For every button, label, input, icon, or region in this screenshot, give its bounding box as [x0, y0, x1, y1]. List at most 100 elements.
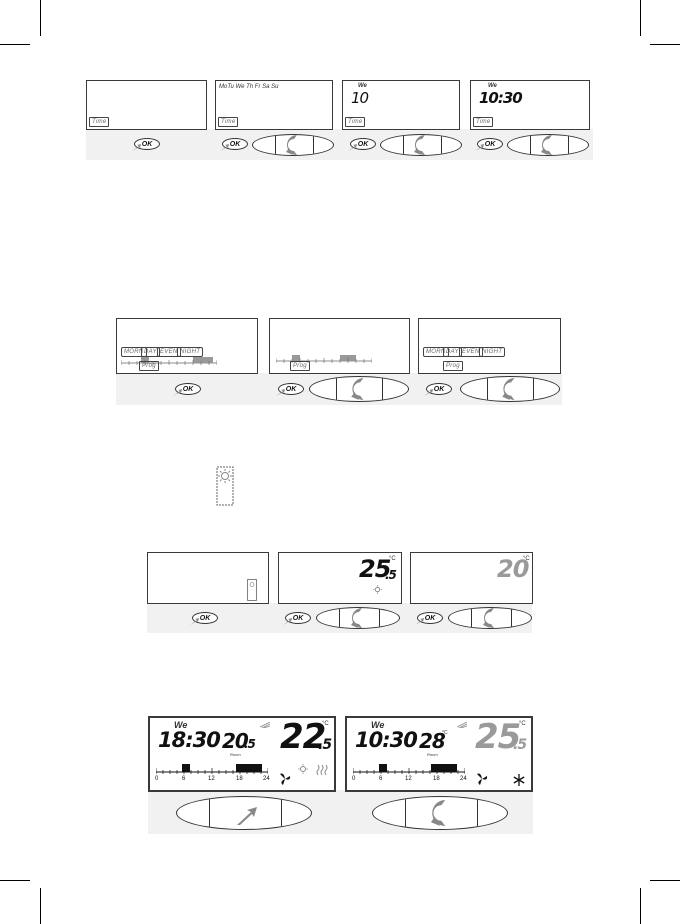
arrow-icon [275, 389, 285, 397]
clock-digits: 10:30 [355, 730, 417, 751]
row3-screen1 [147, 552, 269, 604]
weekdays: MoTu We Th Fr Sa Su [219, 84, 278, 90]
wind-icon [260, 722, 270, 728]
row2-screen1: MORN DAY EVEN NIGHT Prog [116, 318, 258, 374]
row1-screen2: MoTu We Th Fr Sa Su Time [215, 80, 333, 130]
rotate-arrow-icon [348, 376, 370, 402]
time-label: Time [473, 117, 493, 127]
ok-button[interactable]: OK [222, 138, 248, 150]
crop-mark-bl-h [0, 880, 30, 881]
rotary-dial[interactable] [309, 376, 409, 402]
sun-moon-icon [216, 466, 234, 506]
row1-screen1: Time [86, 80, 207, 130]
ok-button[interactable]: OK [285, 612, 311, 624]
ok-button[interactable]: OK [192, 612, 218, 624]
moon-icon [497, 774, 507, 786]
snowflake-icon [513, 774, 525, 786]
unit-label: °C [322, 721, 329, 727]
time-label: Time [345, 117, 365, 127]
ok-label: OK [230, 141, 241, 148]
program-timeline [121, 355, 217, 365]
crop-mark-br-v [640, 888, 641, 924]
prog-label: Prog [139, 361, 159, 371]
rotary-dial[interactable] [507, 134, 589, 156]
arrow-icon [347, 144, 357, 152]
daily-timeline [353, 762, 465, 774]
scale-12: 12 [208, 776, 215, 782]
period-tag-night: NIGHT [479, 347, 505, 357]
comfort-temp-decimal: .5 [385, 569, 396, 581]
moon-icon [300, 776, 309, 787]
row1-screen4: We 10:30 Time [470, 80, 590, 130]
arrow-icon [189, 618, 199, 626]
scale-12: 12 [405, 776, 412, 782]
rotate-arrow-icon [480, 607, 500, 629]
scale-6: 6 [182, 776, 185, 782]
rotate-arrow-icon [499, 376, 521, 402]
moon-icon [373, 593, 381, 603]
ok-button[interactable]: OK [350, 138, 376, 150]
ok-label: OK [425, 615, 436, 622]
rotary-dial[interactable] [372, 796, 508, 830]
arrow-icon [423, 389, 433, 397]
row2-screen2: Prog [269, 318, 410, 374]
ok-button[interactable]: OK [278, 383, 304, 395]
scale-0: 0 [155, 776, 158, 782]
room-unit: °C [442, 730, 448, 736]
row3-screen3: 20 °C [410, 552, 533, 604]
room-temp: 28 [419, 731, 445, 751]
scale-18: 18 [236, 776, 243, 782]
row4-screen2: We 10:30 28 °C Room 25 .5 °C 0 6 12 18 2… [345, 716, 533, 792]
unit-label: °C [389, 556, 396, 562]
rotate-arrow-icon [283, 134, 303, 156]
arrow-icon [172, 389, 182, 397]
rotate-arrow-icon [538, 134, 558, 156]
ok-button[interactable]: OK [426, 383, 452, 395]
fan-icon [475, 772, 489, 786]
rotary-dial[interactable] [252, 134, 334, 156]
rotate-arrow-icon [348, 607, 368, 629]
arrow-icon [474, 144, 484, 152]
ok-label: OK [200, 615, 211, 622]
room-label: Room [230, 752, 241, 757]
rotary-dial[interactable] [316, 607, 400, 629]
crop-mark-tl-h [0, 44, 30, 45]
room-temp-decimal: .5 [244, 738, 255, 750]
heat-icon [316, 764, 328, 776]
arrow-icon [219, 144, 229, 152]
time-label: Time [89, 117, 109, 127]
row4-screen1: We 18:30 20 .5 Room 22 .5 °C 0 6 12 18 2… [148, 716, 336, 792]
prog-label: Prog [443, 361, 463, 371]
prog-label: Prog [290, 361, 310, 371]
scale-24: 24 [460, 776, 467, 782]
time-digits: 10:30 [479, 91, 522, 106]
ok-label: OK [485, 141, 496, 148]
arrow-icon [131, 144, 141, 152]
ok-button[interactable]: OK [175, 383, 201, 395]
ok-label: OK [293, 615, 304, 622]
rotate-arrow-icon [411, 134, 431, 156]
unit-label: °C [519, 721, 526, 727]
rotary-dial[interactable] [448, 607, 532, 629]
push-arrow-icon [236, 806, 258, 826]
clock-digits: 18:30 [158, 730, 220, 751]
daily-timeline [156, 762, 268, 774]
fan-icon [278, 772, 292, 786]
ok-button[interactable]: OK [417, 612, 443, 624]
time-label: Time [218, 117, 238, 127]
crop-mark-tr-v [640, 0, 641, 36]
rotary-dial[interactable] [176, 796, 312, 830]
crop-mark-tr-h [650, 44, 680, 45]
rotary-dial[interactable] [460, 376, 560, 402]
unit-label: °C [523, 556, 530, 562]
crop-mark-tl-v [40, 0, 41, 36]
rotary-dial[interactable] [380, 134, 462, 156]
scale-6: 6 [379, 776, 382, 782]
ok-button[interactable]: OK [477, 138, 503, 150]
scale-24: 24 [263, 776, 270, 782]
ok-label: OK [286, 386, 297, 393]
row3-screen2: 25 .5 °C [278, 552, 402, 604]
ok-button[interactable]: OK [134, 138, 160, 150]
hour-digits: 10 [351, 91, 368, 106]
setpoint-temp-decimal: .5 [318, 738, 331, 752]
